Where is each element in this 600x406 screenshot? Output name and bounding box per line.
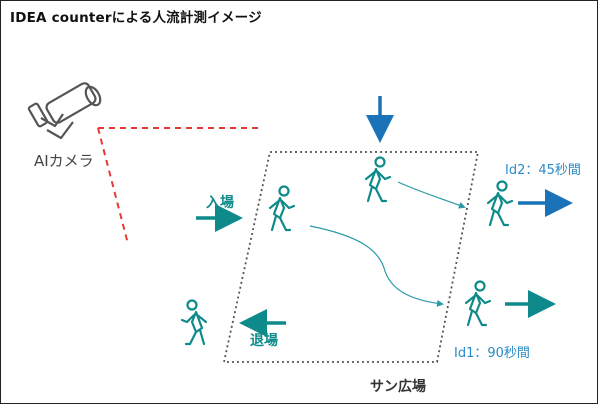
walking-person-icon-top — [364, 156, 392, 203]
walking-person-icon-exit — [180, 299, 208, 346]
security-camera-icon — [27, 82, 102, 140]
id2-trajectory — [397, 181, 466, 209]
diagram-title: IDEA counterによる人流計測イメージ — [10, 10, 262, 26]
id1-duration-label: Id1：90秒間 — [454, 346, 530, 361]
walking-person-icon-id1 — [464, 280, 492, 327]
id1-trajectory — [309, 225, 444, 307]
camera-label: AIカメラ — [34, 152, 94, 170]
enter-label: 入場 — [206, 195, 234, 211]
id2-duration-label: Id2：45秒間 — [505, 163, 581, 178]
plaza-label: サン広場 — [370, 379, 426, 395]
camera-view-line-bottom — [97, 127, 129, 245]
walking-person-icon-id2 — [486, 180, 514, 227]
plaza-area — [222, 151, 480, 363]
walking-person-icon-entrance — [268, 185, 296, 232]
exit-label: 退場 — [250, 333, 278, 349]
